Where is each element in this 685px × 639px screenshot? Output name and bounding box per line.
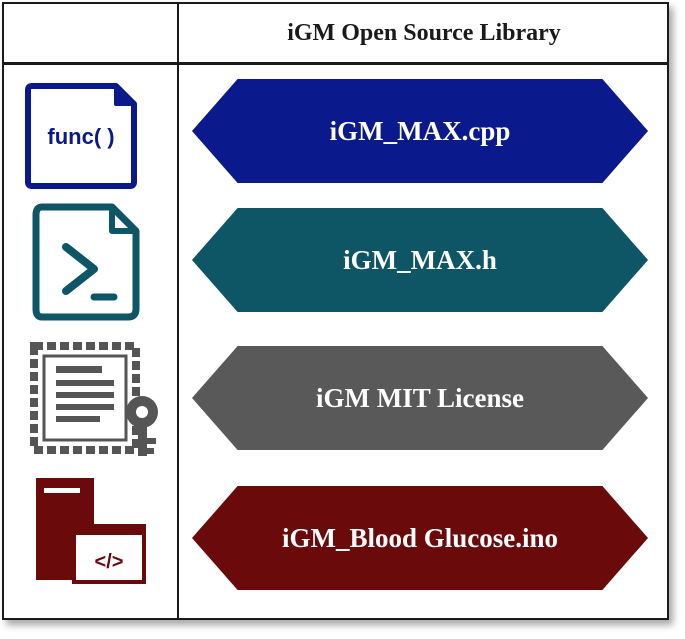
file-item-label: iGM_MAX.h	[343, 244, 497, 275]
column-divider	[177, 4, 179, 618]
file-item-ino[interactable]: iGM_Blood Glucose.ino	[192, 486, 648, 590]
file-item-label: iGM_MAX.cpp	[329, 115, 511, 146]
server-code-icon: </>	[36, 478, 146, 584]
certificate-key-icon	[30, 342, 158, 456]
function-file-icon: func( )	[25, 83, 137, 189]
icon-func-text: func( )	[47, 124, 114, 149]
icon-code-text: </>	[95, 551, 124, 573]
file-item-label: iGM MIT License	[316, 382, 524, 413]
file-item-label: iGM_Blood Glucose.ino	[281, 522, 559, 553]
file-item-header[interactable]: iGM_MAX.h	[192, 208, 648, 312]
terminal-file-icon	[32, 203, 140, 321]
file-item-license[interactable]: iGM MIT License	[192, 346, 648, 450]
table-title: iGM Open Source Library	[287, 19, 561, 46]
header-divider	[4, 62, 667, 65]
file-item-cpp[interactable]: iGM_MAX.cpp	[192, 79, 648, 183]
